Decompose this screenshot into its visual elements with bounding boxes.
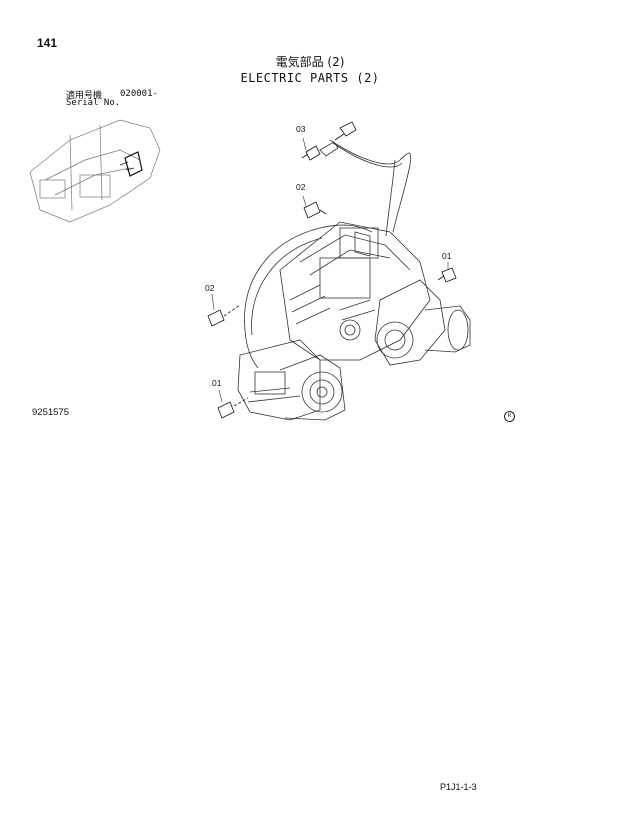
page-title-japanese: 電気部品 (2) (275, 55, 345, 69)
page-title-english: ELECTRIC PARTS (2) (240, 71, 380, 85)
page-number: 141 (37, 36, 58, 50)
leader-lines (211, 137, 449, 403)
serial-value: 020001- (120, 89, 158, 99)
sensor-01-lower (217, 397, 249, 419)
callout-label-02-upper: 02 (296, 182, 306, 192)
callout-label-03: 03 (296, 124, 306, 134)
drawing-number: 9251575 (32, 407, 69, 418)
sensor-01-right (437, 267, 457, 283)
sensor-02-left (207, 304, 241, 327)
callout-label-02-left: 02 (205, 283, 215, 293)
overview-thumbnail (29, 119, 161, 223)
serial-label-english: Serial No. (66, 98, 121, 108)
footer-code: P1J1-1-3 (440, 782, 477, 792)
registered-mark-icon: R (504, 411, 515, 422)
main-assembly (237, 139, 471, 421)
callout-label-01-lower: 01 (212, 378, 222, 388)
callout-label-01-right: 01 (442, 251, 452, 261)
sensor-02-upper (303, 201, 327, 219)
sensor-03 (301, 121, 357, 161)
serial-label-japanese: 適用号機 (66, 91, 103, 101)
